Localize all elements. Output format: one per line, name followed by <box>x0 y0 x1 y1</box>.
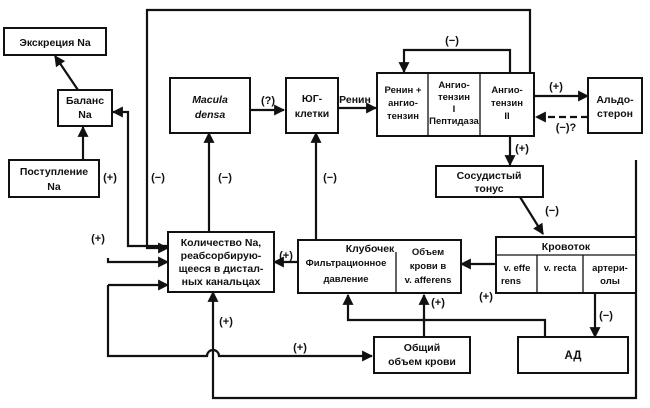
sign-plus-total-volume: (+) <box>431 297 445 309</box>
arrow-angiotensin-to-reabsorption <box>145 8 532 254</box>
sign-minus-jg: (−) <box>323 172 337 184</box>
sign-plus-intake: (+) <box>103 172 117 184</box>
glomerular-label-3: давление <box>323 274 368 285</box>
sign-minus-flow: (−) <box>545 205 559 217</box>
arrow-tone-to-flow <box>519 196 544 235</box>
renin-angio-label-1: Ренин + <box>385 85 422 96</box>
arrow-ad-to-glomerular <box>342 293 547 337</box>
peptidase-label: Пептидаза <box>429 116 479 127</box>
arrow-angiotensin-feedback <box>398 48 512 74</box>
excretion-label: Экскреция Na <box>19 37 90 49</box>
total-blood-volume-box: Общий объем крови <box>373 336 471 374</box>
sign-minus-ad: (−) <box>599 310 613 322</box>
glomerular-label-1: Клубочек <box>346 243 395 255</box>
ad-box: АД <box>517 336 629 374</box>
sign-plus-tone: (+) <box>515 143 529 155</box>
renin-angiotensin-box: Ренин + ангио- тензин Ангио- тензин I Пе… <box>376 72 535 137</box>
sign-minus-feedback: (−) <box>445 35 459 47</box>
excretion-box: Экскреция Na <box>3 27 107 56</box>
aldosterone-box: Альдо- стерон <box>587 77 643 134</box>
aldosterone-label-1: Альдо- <box>596 94 634 106</box>
afferens-label-2: крови в <box>410 261 447 272</box>
blood-flow-label: Кровоток <box>542 241 591 253</box>
sign-plus-bottom-left: (+) <box>219 316 233 328</box>
sign-question-macula: (?) <box>261 95 275 107</box>
intake-label-1: Поступление <box>20 166 88 178</box>
ad-label: АД <box>565 350 582 362</box>
renin-angio-label-3: тензин <box>387 111 419 122</box>
macula-densa-box: Macula densa <box>169 77 251 134</box>
total-volume-label-1: Общий <box>404 342 440 354</box>
angio1-label-3: I <box>453 104 456 115</box>
arterioles-label-1: артери- <box>592 263 628 274</box>
afferens-label-3: v. afferens <box>405 275 452 286</box>
angio1-label-2: тензин <box>438 92 470 103</box>
reabsorbed-label-3: щееся в дистал- <box>179 263 264 275</box>
afferens-label-1: Объем <box>412 247 444 258</box>
v-recta-label: v. recta <box>544 263 577 274</box>
total-volume-label-2: объем крови <box>388 356 456 368</box>
intake-label-2: Na <box>47 181 61 193</box>
arrow-balance-to-excretion <box>54 55 79 91</box>
reabsorbed-label-1: Количество Na, <box>181 237 262 249</box>
renin-angio-label-2: ангио- <box>388 98 418 109</box>
v-efferens-label-2: rens <box>501 276 521 287</box>
angio1-label-1: Ангио- <box>438 80 469 91</box>
aldosterone-label-2: стерон <box>597 108 633 120</box>
blood-flow-box: Кровоток v. effe rens v. recta артери- о… <box>495 236 637 294</box>
renin-arrow-label: Ренин <box>339 94 371 106</box>
signs: (+) (−) (−) (−) (?) (−) (+) (−)? (+) (−)… <box>91 35 613 354</box>
arrow-line-to-total-volume <box>106 285 374 362</box>
arrow-left-plus-1 <box>106 256 170 268</box>
jg-cells-box: ЮГ- клетки <box>285 77 339 134</box>
angio2-label-2: тензин <box>491 98 523 109</box>
na-reabsorbed-box: Количество Na, реабсорбирую- щееся в дис… <box>167 231 275 293</box>
angio2-label-3: II <box>504 111 509 122</box>
sign-minus-left: (−) <box>151 172 165 184</box>
angio2-label-1: Ангио- <box>491 85 522 96</box>
sign-plus-bottom: (+) <box>293 342 307 354</box>
jg-label-1: ЮГ- <box>302 93 323 105</box>
macula-label-2: densa <box>195 109 226 121</box>
sign-plus-glomerular: (+) <box>279 250 293 262</box>
reabsorbed-label-4: ных канальцах <box>182 276 261 288</box>
jg-label-2: клетки <box>295 108 329 120</box>
vascular-tone-box: Сосудистый тонус <box>435 165 544 198</box>
sign-plus-left: (+) <box>91 233 105 245</box>
glomerular-label-2: Фильтрационное <box>306 258 387 269</box>
sign-plus-aldosterone: (+) <box>549 81 563 93</box>
sign-plus-flow-volume: (+) <box>479 291 493 303</box>
balance-label-2: Na <box>78 109 92 121</box>
tone-label-2: тонус <box>474 183 503 195</box>
sign-minus-macula: (−) <box>218 172 232 184</box>
tone-label-1: Сосудистый <box>457 170 522 182</box>
v-efferens-label-1: v. effe <box>504 263 531 274</box>
sign-minus-question-aldosterone: (−)? <box>556 122 577 134</box>
balance-box: Баланс Na <box>57 89 113 127</box>
macula-label-1: Macula <box>192 94 228 106</box>
intake-box: Поступление Na <box>8 159 100 198</box>
arterioles-label-2: олы <box>600 276 620 287</box>
glomerular-box: Клубочек Фильтрационное давление Объем к… <box>297 239 462 294</box>
reabsorbed-label-2: реабсорбирую- <box>181 250 262 262</box>
balance-label-1: Баланс <box>66 95 104 107</box>
